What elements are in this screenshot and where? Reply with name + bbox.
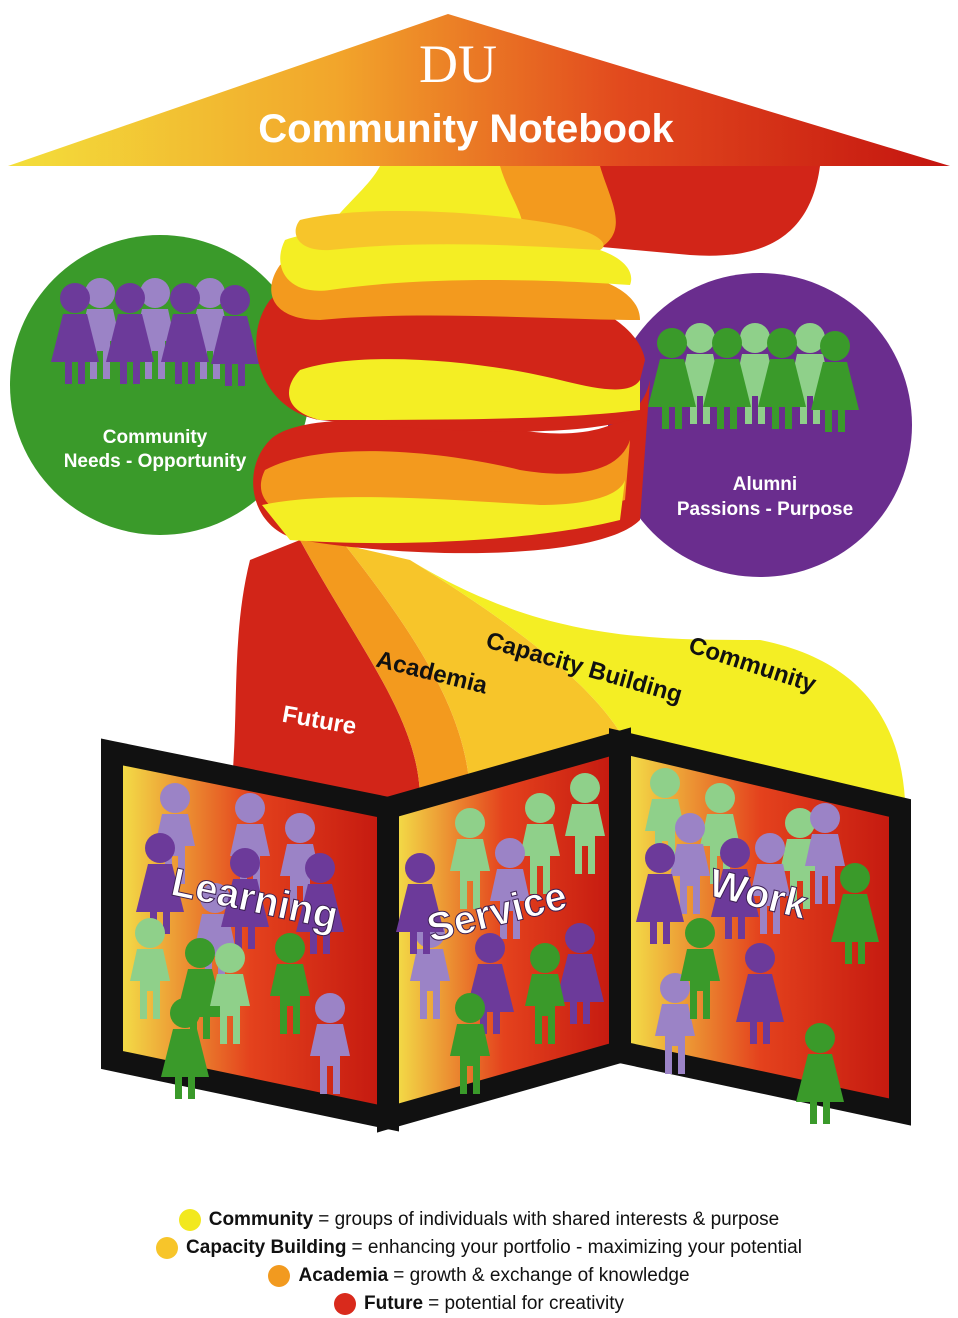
legend-item-academia: Academia = growth & exchange of knowledg…: [0, 1262, 958, 1290]
legend-term: Capacity Building: [186, 1237, 347, 1258]
community-circle-subtitle: Needs - Opportunity: [64, 451, 247, 472]
alumni-circle-title: Alumni: [733, 474, 797, 495]
legend-definition: = enhancing your portfolio - maximizing …: [351, 1237, 802, 1258]
community-circle-title: Community: [103, 427, 208, 448]
notebook-panels: Learning Service Work: [101, 727, 911, 1133]
brand-logo: DU: [419, 34, 497, 94]
legend-term: Community: [208, 1209, 314, 1230]
roof-triangle: [8, 14, 950, 166]
legend-item-community: Community = groups of individuals with s…: [0, 1206, 958, 1234]
legend-dot-community: [178, 1209, 201, 1231]
spiral-ribbon: Future Academia Capacity Building Commun…: [230, 166, 905, 800]
legend-item-capacity-building: Capacity Building = enhancing your portf…: [0, 1234, 958, 1262]
legend-dot-future: [333, 1293, 356, 1315]
community-circle: Community Needs - Opportunity: [10, 235, 310, 535]
alumni-circle-subtitle: Passions - Purpose: [677, 499, 853, 520]
legend-item-future: Future = potential for creativity: [0, 1290, 958, 1318]
legend-definition: = growth & exchange of knowledge: [393, 1265, 690, 1286]
legend-definition: = groups of individuals with shared inte…: [318, 1209, 780, 1230]
roof-header: DU Community Notebook: [8, 14, 950, 166]
legend-definition: = potential for creativity: [428, 1293, 624, 1314]
legend-dot-capacity-building: [156, 1237, 179, 1259]
legend-term: Academia: [298, 1265, 389, 1286]
page-title: Community Notebook: [258, 107, 674, 151]
alumni-circle: Alumni Passions - Purpose: [608, 273, 912, 577]
legend: Community = groups of individuals with s…: [0, 1206, 958, 1318]
legend-term: Future: [363, 1293, 424, 1314]
legend-dot-academia: [268, 1265, 291, 1287]
